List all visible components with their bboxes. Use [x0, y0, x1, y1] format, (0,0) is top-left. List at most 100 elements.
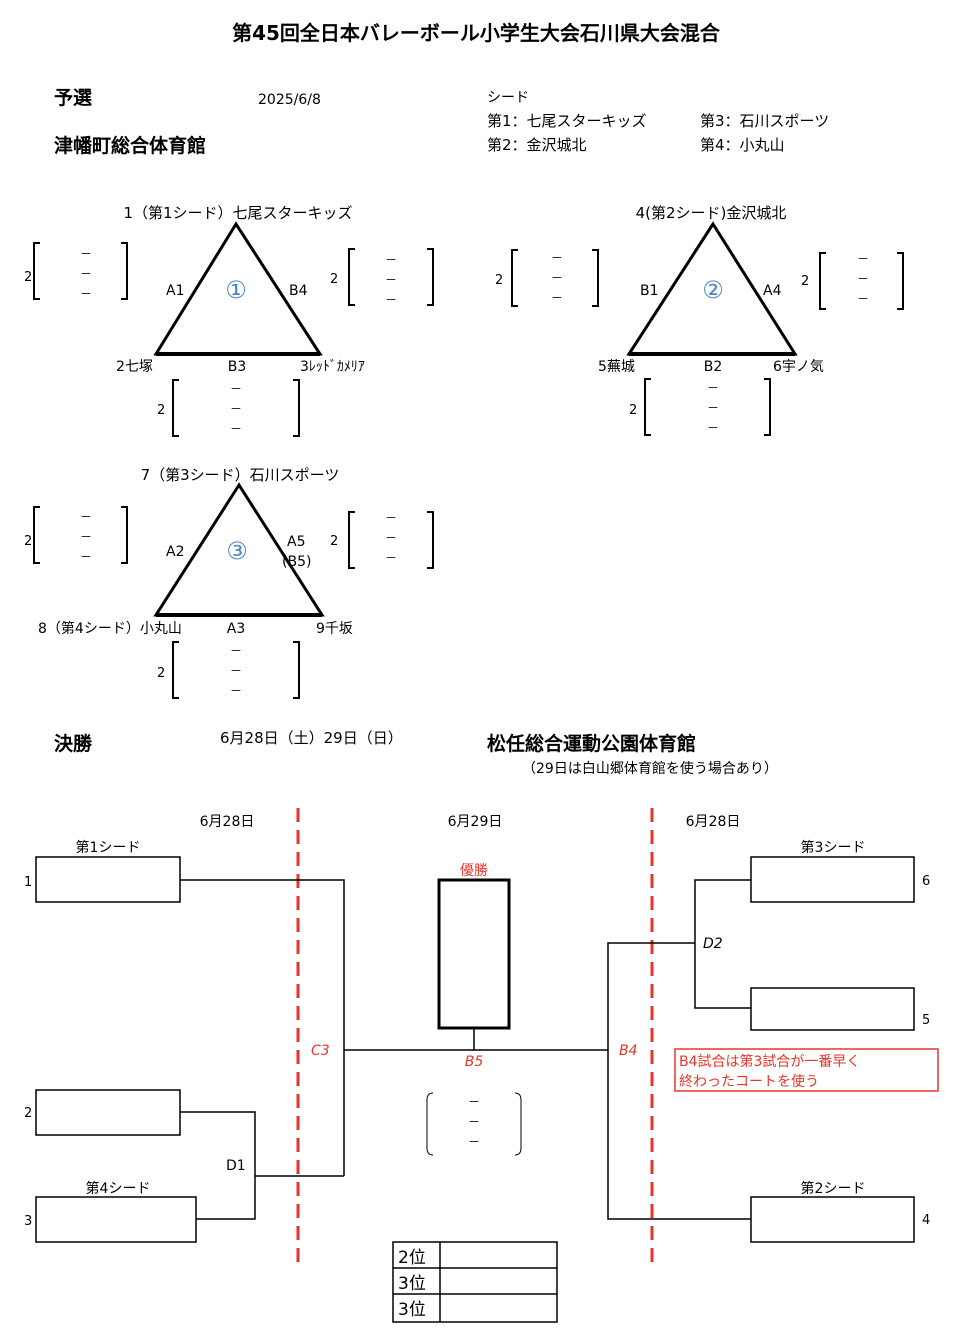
score-cell: － [80, 247, 92, 261]
score-cell: － [468, 1135, 480, 1149]
score-cell: － [468, 1095, 480, 1109]
group-3-right-match-alt: (B5) [282, 554, 311, 570]
score-cell: － [80, 550, 92, 564]
group-2-right-match: A4 [763, 283, 782, 299]
seed-2: 第2：金沢城北 [487, 136, 587, 154]
seed4-label: 第4シード [86, 1180, 151, 1197]
score-cell: － [80, 267, 92, 281]
match-c3: C3 [311, 1043, 330, 1059]
group-1-bottom-sets: 2 [157, 403, 165, 418]
group-2-left-team: 5蕪城 [598, 359, 635, 375]
score-cell: － [385, 511, 397, 525]
seed-4: 第4：小丸山 [700, 136, 785, 154]
group-1-bottom-match: B3 [228, 359, 247, 375]
score-cell: － [857, 252, 869, 266]
score-cell: － [707, 421, 719, 435]
group-2-bottom-match: B2 [704, 359, 723, 375]
score-cell: － [385, 551, 397, 565]
group-3-right-team: 9千坂 [316, 621, 353, 637]
group-3-left-match: A2 [166, 544, 184, 560]
score-cell: － [385, 531, 397, 545]
slot-number-5: 5 [922, 1013, 930, 1028]
final-venue: 松任総合運動公園体育館 [487, 732, 696, 755]
seed1-label: 第1シード [76, 839, 141, 856]
score-cell: － [230, 422, 242, 436]
group-2: 4(第2シード)金沢城北 5蕪城 6宇ノ気 ② B1 A4 B2 2 － － －… [495, 204, 904, 436]
place-label-2nd: 2位 [398, 1248, 426, 1268]
day-label-left: 6月28日 [200, 814, 255, 830]
prelim-date: 2025/6/8 [258, 92, 321, 108]
team-slot-5[interactable] [750, 987, 915, 1031]
day-label-right: 6月28日 [686, 814, 741, 830]
group-2-left-sets: 2 [495, 273, 503, 288]
match-d1: D1 [226, 1158, 246, 1174]
group-2-top-team: 4(第2シード)金沢城北 [636, 204, 787, 222]
slot-number-1: 1 [24, 875, 32, 890]
score-cell: － [707, 401, 719, 415]
score-cell: － [80, 287, 92, 301]
score-cell: － [857, 292, 869, 306]
score-cell: － [385, 273, 397, 287]
slot-number-4: 4 [922, 1213, 930, 1228]
group-3-right-match: A5 [287, 534, 305, 550]
group-3-left-sets: 2 [24, 534, 32, 549]
group-2-right-sets: 2 [801, 274, 809, 289]
team-slot-2[interactable] [35, 1089, 181, 1136]
group-3-number: ③ [226, 537, 248, 565]
score-cell: － [385, 253, 397, 267]
match-b4: B4 [619, 1043, 638, 1059]
score-cell: － [551, 291, 563, 305]
final-label: 決勝 [54, 732, 93, 755]
group-2-bottom-sets: 2 [629, 403, 637, 418]
group-3-right-sets: 2 [330, 534, 338, 549]
champion-box[interactable] [437, 878, 511, 1030]
group-1-left-sets: 2 [24, 270, 32, 285]
score-cell: － [551, 251, 563, 265]
prelim-label: 予選 [54, 87, 92, 109]
group-1: 1（第1シード）七尾スターキッズ 2七塚 3ﾚｯﾄﾞｶﾒﾘｱ ① A1 B4 B… [24, 204, 434, 437]
group-1-left-team: 2七塚 [116, 359, 153, 375]
page-title: 第45回全日本バレーボール小学生大会石川県大会混合 [232, 21, 721, 45]
score-cell: － [857, 272, 869, 286]
score-cell: － [230, 684, 242, 698]
placement-table: 2位 3位 3位 [392, 1241, 558, 1323]
score-cell: － [230, 402, 242, 416]
team-slot-3[interactable] [35, 1196, 197, 1243]
team-slot-4[interactable] [750, 1196, 915, 1243]
match-b5: B5 [465, 1054, 484, 1070]
seed-1: 第1：七尾スターキッズ [487, 112, 647, 130]
group-1-right-team: 3ﾚｯﾄﾞｶﾒﾘｱ [300, 359, 365, 375]
place-label-3rd-b: 3位 [398, 1300, 426, 1320]
court-note-box [674, 1048, 939, 1092]
seed-3: 第3：石川スポーツ [700, 112, 829, 130]
group-1-right-sets: 2 [330, 272, 338, 287]
score-cell: － [230, 382, 242, 396]
group-3-bottom-match: A3 [227, 621, 245, 637]
score-cell: － [468, 1115, 480, 1129]
court-note-line2: 終わったコートを使う [679, 1073, 819, 1090]
group-1-left-match: A1 [166, 283, 184, 299]
team-slot-1[interactable] [35, 856, 181, 903]
final-venue-note: （29日は白山郷体育館を使う場合あり） [522, 760, 778, 777]
group-2-right-team: 6宇ノ気 [773, 359, 824, 375]
champion-label: 優勝 [460, 863, 488, 879]
group-3: 7（第3シード）石川スポーツ 8（第4シード）小丸山 9千坂 ③ A2 A5 (… [24, 466, 434, 699]
group-3-left-team: 8（第4シード）小丸山 [38, 620, 182, 637]
team-slot-6[interactable] [750, 856, 915, 903]
group-2-left-match: B1 [640, 283, 659, 299]
group-3-bottom-sets: 2 [157, 666, 165, 681]
score-cell: － [230, 644, 242, 658]
seed2-label: 第2シード [801, 1180, 866, 1197]
seed3-label: 第3シード [801, 839, 866, 856]
group-1-top-team: 1（第1シード）七尾スターキッズ [123, 204, 352, 222]
prelim-venue: 津幡町総合体育館 [54, 134, 206, 157]
score-cell: － [551, 271, 563, 285]
score-cell: － [385, 293, 397, 307]
score-cell: － [707, 381, 719, 395]
seed-heading: シード [487, 90, 529, 106]
court-note-line1: B4試合は第3試合が一番早く [679, 1053, 860, 1070]
group-1-number: ① [225, 276, 247, 304]
group-3-top-team: 7（第3シード）石川スポーツ [141, 466, 340, 484]
score-cell: － [80, 510, 92, 524]
match-d2: D2 [703, 936, 723, 952]
